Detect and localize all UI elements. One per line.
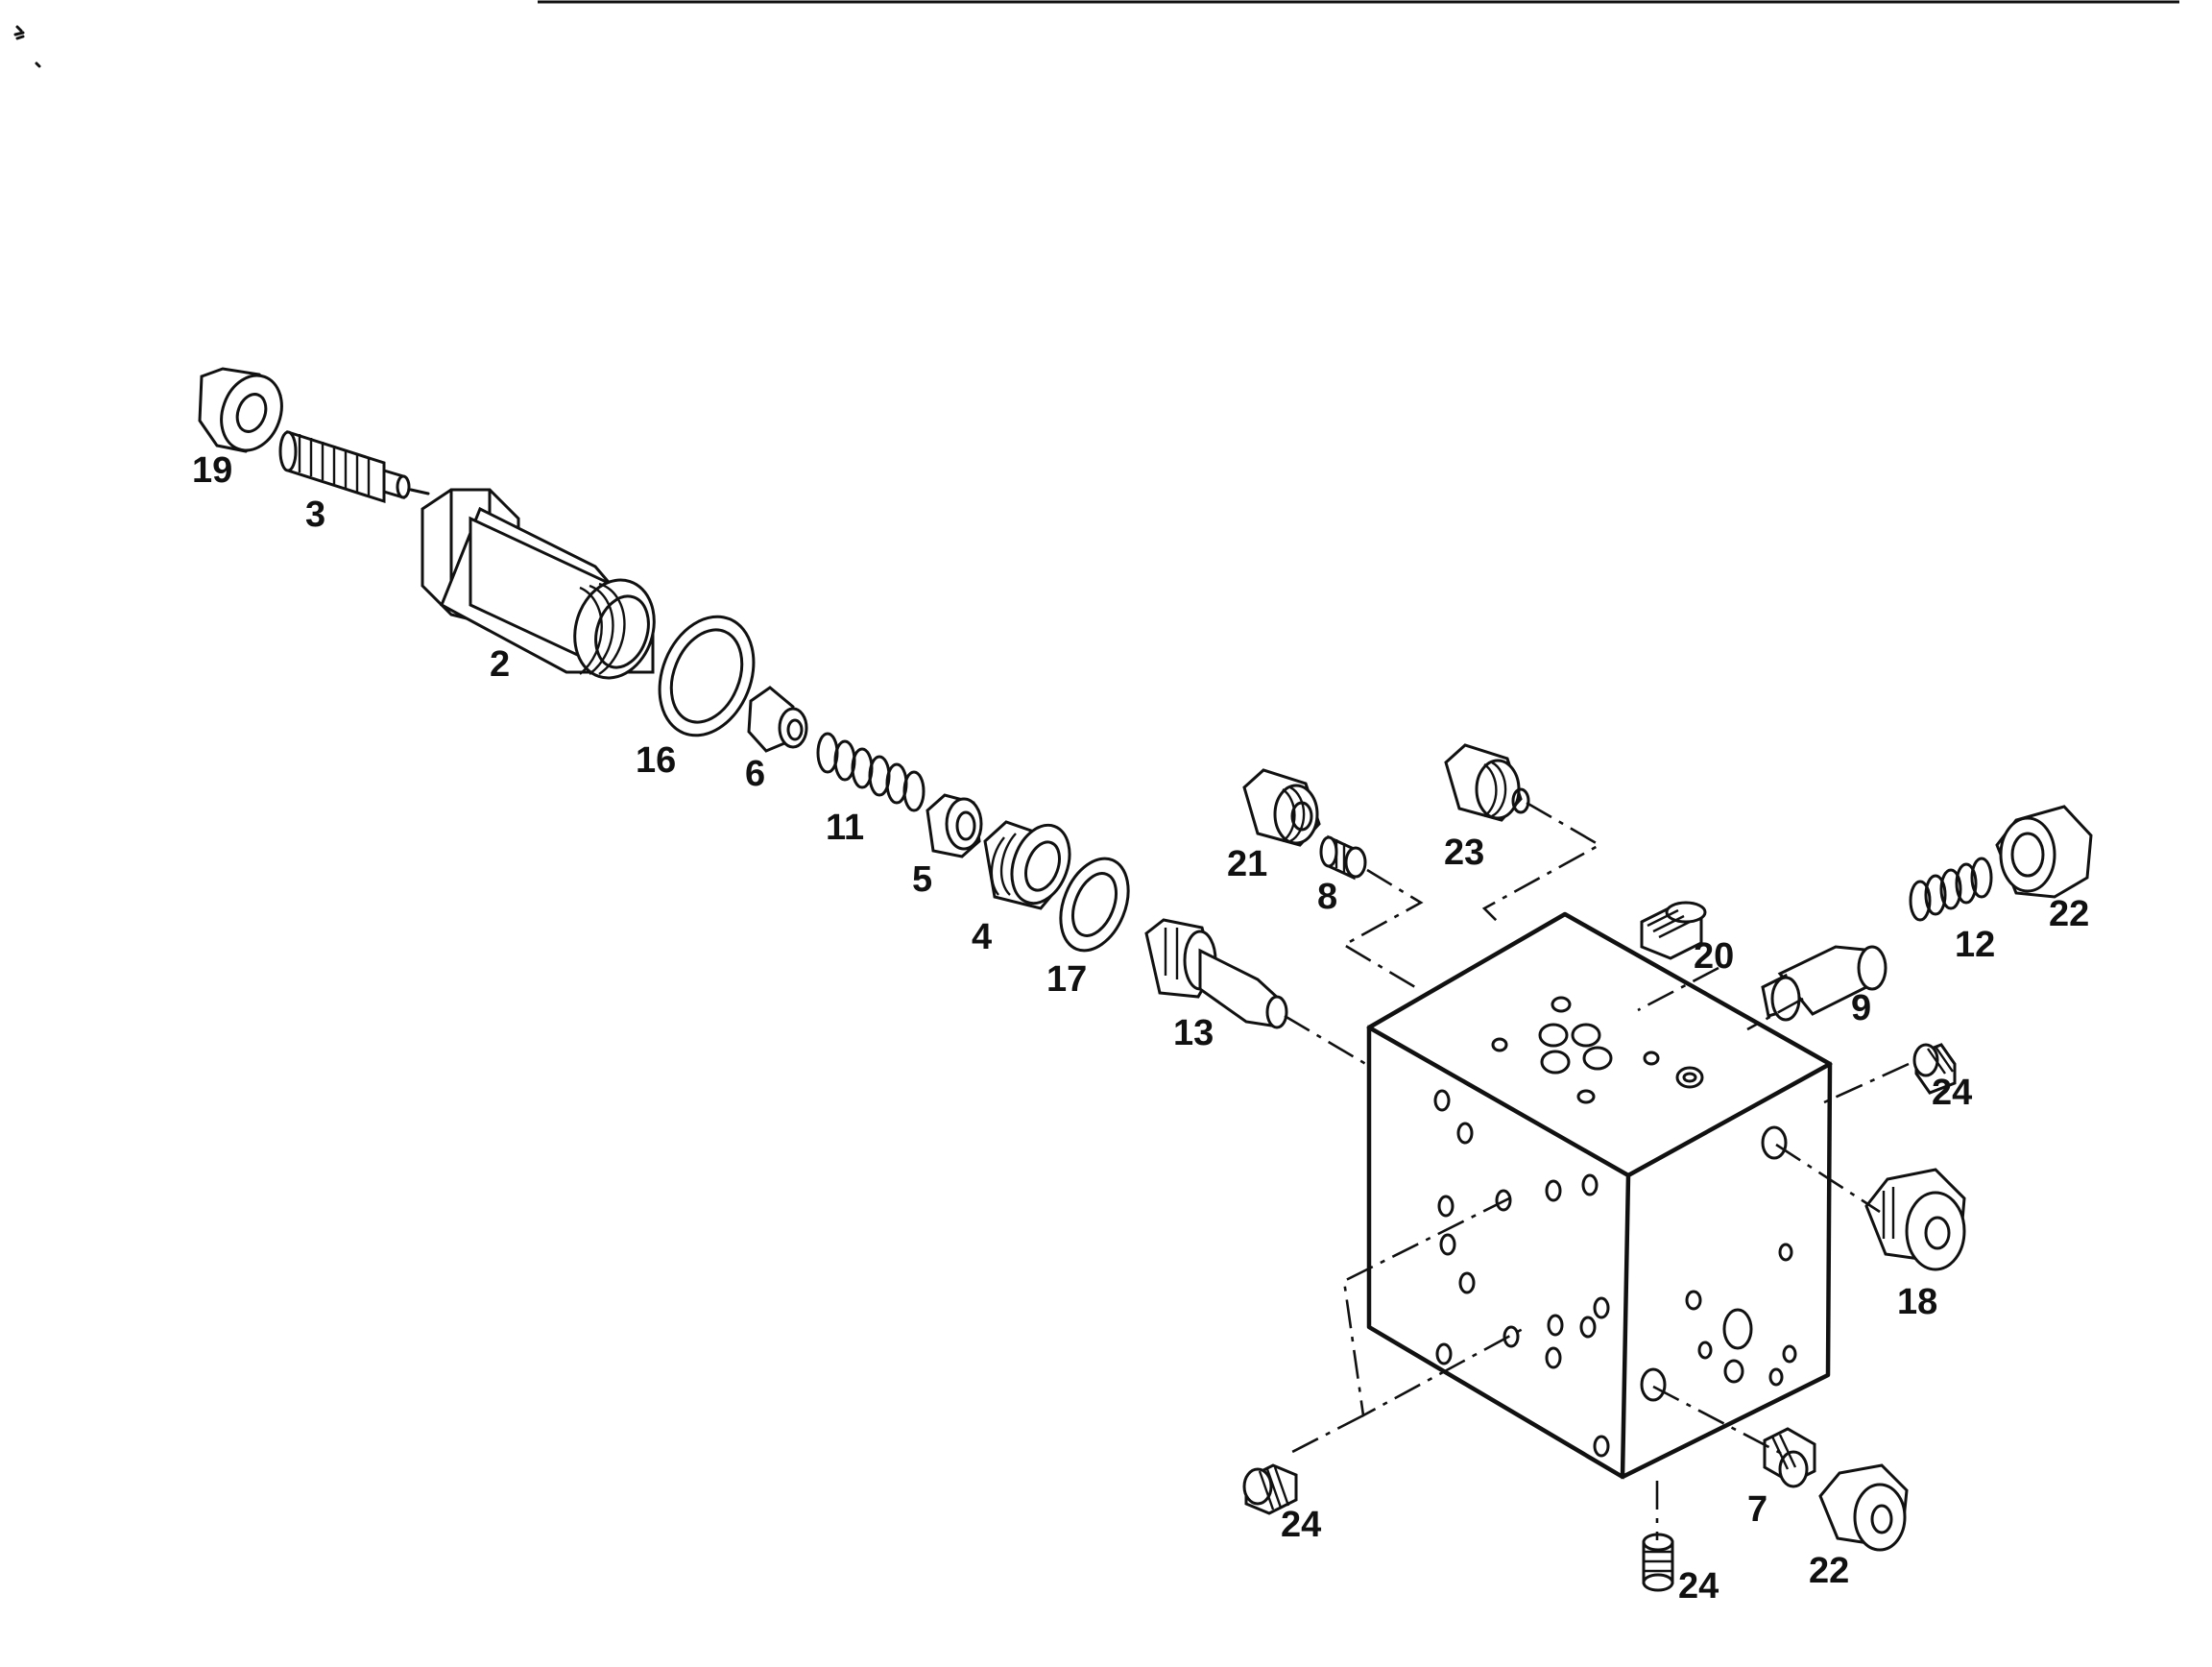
part-24-left-set-screw: [1242, 1463, 1298, 1515]
label-part-8: 8: [1317, 877, 1337, 917]
part-22-top-plug: [1995, 805, 2093, 899]
label-part-3: 3: [305, 495, 325, 535]
part-9-spool: [1761, 945, 1887, 1022]
part-16-o-ring: [658, 615, 756, 737]
label-part-6: 6: [745, 754, 765, 794]
label-part-7: 7: [1747, 1489, 1767, 1530]
label-part-24-left: 24: [1281, 1505, 1321, 1545]
label-part-5: 5: [912, 859, 932, 900]
part-22-bottom-plug: [1818, 1463, 1909, 1552]
label-part-13: 13: [1173, 1013, 1214, 1053]
label-part-17: 17: [1046, 959, 1087, 1000]
label-part-19: 19: [192, 450, 232, 491]
part-7-set-screw: [1763, 1427, 1816, 1488]
part-4-seal: [983, 820, 1071, 910]
part-12-spring: [1909, 857, 1993, 922]
label-part-12: 12: [1955, 925, 1995, 965]
label-part-16: 16: [636, 740, 676, 781]
label-part-24-bottom: 24: [1678, 1566, 1719, 1607]
label-part-4: 4: [972, 917, 992, 957]
part-5-bushing: [926, 793, 983, 858]
part-2-valve-body: [421, 488, 656, 680]
part-24-right-set-screw: [1912, 1043, 1957, 1095]
part-13-cartridge: [1144, 918, 1288, 1029]
part-6-sleeve: [747, 686, 808, 753]
label-part-2: 2: [490, 644, 510, 685]
label-part-22-bottom: 22: [1809, 1551, 1849, 1591]
label-part-23: 23: [1444, 833, 1484, 873]
corner-mark: [13, 25, 41, 68]
part-21-plug: [1242, 768, 1321, 847]
part-3-threaded-rod: [278, 429, 430, 504]
label-part-11: 11: [826, 808, 864, 848]
part-17-o-ring: [1059, 857, 1130, 953]
label-part-20: 20: [1694, 936, 1734, 977]
part-20-plug: [1640, 901, 1707, 960]
part-19-cap-nut: [198, 367, 283, 453]
label-part-21: 21: [1227, 844, 1267, 884]
label-part-18: 18: [1897, 1282, 1937, 1322]
label-part-24-right: 24: [1932, 1073, 1972, 1113]
label-part-9: 9: [1851, 988, 1871, 1028]
part-24-bottom-set-screw: [1642, 1533, 1674, 1592]
part-18-plug: [1864, 1168, 1966, 1271]
part-11-spring: [816, 732, 926, 812]
part-labels: 19 3 2 16 6 11 5 4 17 13 21 8 23 20 9 12…: [192, 450, 2089, 1607]
label-part-22-top: 22: [2049, 894, 2089, 934]
assembly-lines: [1284, 801, 1910, 1540]
manifold-block: [1365, 911, 1834, 1480]
part-8-set-screw: [1319, 834, 1367, 881]
part-23-plug: [1444, 743, 1530, 822]
